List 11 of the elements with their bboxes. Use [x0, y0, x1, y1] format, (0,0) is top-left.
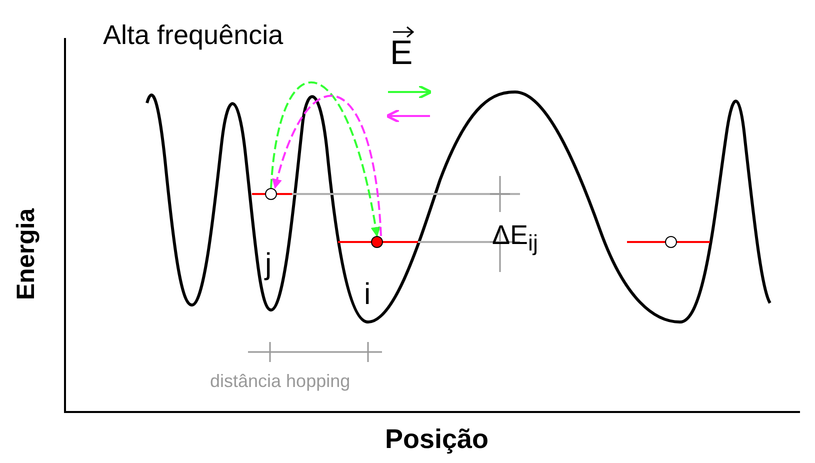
- dimension-label: distância hopping: [210, 372, 350, 390]
- axis-title: Energia: [14, 208, 39, 300]
- site-circle: [665, 236, 677, 248]
- axis-title: Posição: [385, 426, 489, 453]
- annotation: Alta frequência: [103, 22, 284, 49]
- site-circle: [265, 188, 277, 200]
- dimension-label: ΔE$_{ij}$: [492, 222, 538, 255]
- site-label: j: [265, 250, 272, 280]
- site-circle: [371, 236, 383, 248]
- site-label: i: [364, 280, 371, 310]
- field-symbol: E: [390, 36, 413, 70]
